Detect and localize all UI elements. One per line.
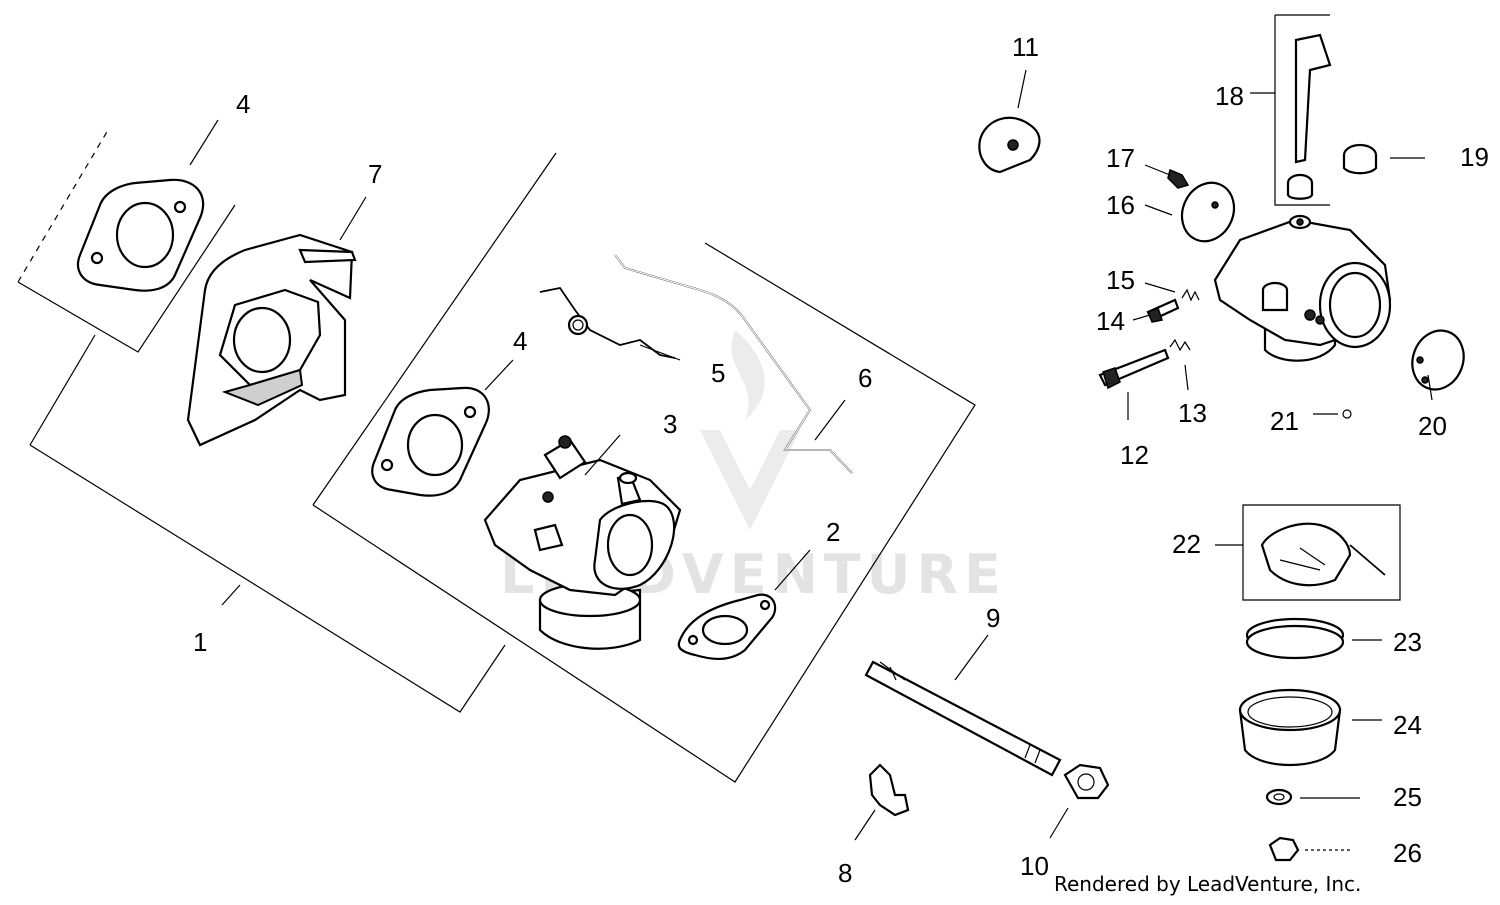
carburetor-body [1213, 214, 1392, 362]
callout-4-upper: 4 [236, 89, 250, 119]
spring-13 [1169, 338, 1191, 352]
callout-1: 1 [193, 627, 207, 657]
callout-4-lower: 4 [513, 326, 527, 356]
callout-24: 24 [1393, 710, 1422, 740]
callout-20: 20 [1418, 411, 1447, 441]
callout-23: 23 [1393, 627, 1422, 657]
callout-14: 14 [1096, 306, 1125, 336]
link-rod-6 [614, 254, 853, 474]
washer-25 [1265, 788, 1293, 806]
gasket-4-lower [371, 386, 490, 497]
kit-1-outline [17, 129, 976, 783]
carburetor-3 [483, 435, 682, 650]
callout-26: 26 [1393, 838, 1422, 868]
callout-12: 12 [1120, 440, 1149, 470]
callout-7: 7 [368, 159, 382, 189]
callout-25: 25 [1393, 782, 1422, 812]
spring-5 [539, 287, 676, 359]
callout-10: 10 [1020, 851, 1049, 881]
callout-19: 19 [1460, 142, 1489, 172]
needle-12 [1098, 348, 1170, 390]
float-11 [978, 116, 1041, 174]
shaft-18-box [1274, 14, 1332, 206]
screw-17 [1167, 168, 1190, 189]
callout-16: 16 [1106, 190, 1135, 220]
bowl-24 [1238, 688, 1342, 766]
nut-26 [1268, 836, 1300, 862]
callout-9: 9 [986, 603, 1000, 633]
callout-6: 6 [858, 363, 872, 393]
stud-9 [864, 660, 1062, 777]
callout-18: 18 [1215, 81, 1244, 111]
float-22-box [1242, 504, 1401, 601]
throttle-plate-16 [1180, 181, 1236, 243]
plug-19 [1342, 143, 1378, 175]
spring-15 [1181, 288, 1200, 302]
callout-13: 13 [1178, 398, 1207, 428]
callout-17: 17 [1106, 143, 1135, 173]
callout-3: 3 [663, 409, 677, 439]
needle-14 [1146, 298, 1180, 323]
gasket-23 [1245, 617, 1345, 660]
callout-15: 15 [1106, 265, 1135, 295]
gasket-4-upper [76, 178, 205, 292]
callout-22: 22 [1172, 529, 1201, 559]
gasket-2 [677, 593, 777, 660]
render-credit: Rendered by LeadVenture, Inc. [1054, 872, 1361, 896]
choke-plate-20 [1411, 329, 1465, 391]
clip-8 [868, 763, 910, 817]
ring-21 [1342, 409, 1352, 419]
spacer-7 [186, 233, 357, 447]
callout-11: 11 [1012, 32, 1039, 62]
callout-8: 8 [838, 858, 852, 888]
callout-21: 21 [1270, 406, 1299, 436]
nut-10 [1063, 763, 1110, 800]
callout-5: 5 [711, 358, 725, 388]
callout-2: 2 [826, 517, 840, 547]
callouts: 4 7 4 1 3 5 6 2 9 8 10 11 18 19 17 16 15… [193, 32, 1489, 888]
leader-lines [189, 69, 1433, 851]
